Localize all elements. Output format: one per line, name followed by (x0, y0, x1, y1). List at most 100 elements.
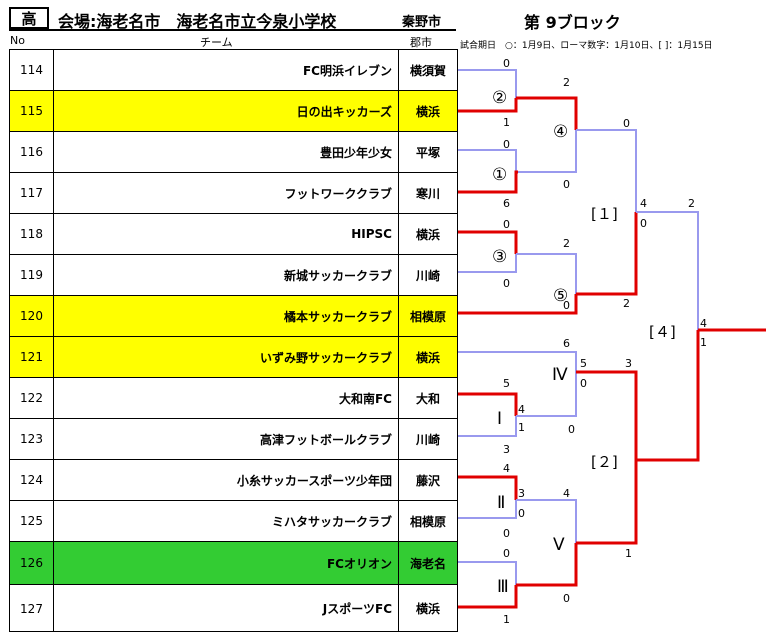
team-name: 橘本サッカークラブ (54, 296, 399, 336)
team-number: 124 (10, 460, 54, 500)
match-score: 0 (503, 547, 510, 560)
team-name: 新城サッカークラブ (54, 255, 399, 295)
col-header-no: No (10, 34, 25, 47)
bracket-loser-line (458, 149, 517, 172)
bracket-winner-line (516, 543, 578, 587)
bracket-loser-line (458, 69, 517, 98)
match-score: 0 (563, 592, 570, 605)
match-score: 6 (563, 337, 570, 350)
bracket-winner-line (576, 460, 638, 545)
match-label: [１] (591, 205, 618, 223)
team-number: 117 (10, 173, 54, 213)
match-score: 1 (700, 336, 707, 349)
bracket-loser-line (516, 253, 577, 294)
bracket-loser-line (518, 130, 577, 173)
team-number: 122 (10, 378, 54, 418)
col-header-team: チーム (200, 36, 233, 49)
team-city: 横浜 (415, 227, 440, 242)
venue-title: 会場:海老名市 海老名市立今泉小学校 (58, 12, 337, 31)
team-number: 123 (10, 419, 54, 459)
bracket-loser-line (458, 561, 517, 585)
team-name: いずみ野サッカークラブ (54, 337, 399, 377)
team-number: 119 (10, 255, 54, 295)
match-score: 6 (503, 197, 510, 210)
col-header-city: 郡市 (410, 36, 432, 49)
match-score: 0 (640, 217, 647, 230)
team-number: 114 (10, 50, 54, 90)
team-city: 相模原 (409, 309, 446, 324)
match-score: 2 (688, 197, 695, 210)
team-name: FCオリオン (54, 542, 399, 584)
bracket-winner-line (458, 98, 518, 113)
bracket-loser-line (516, 499, 577, 543)
bracket-loser-line (516, 372, 577, 417)
match-score: 3 (503, 443, 510, 456)
match-label: [４] (649, 323, 676, 341)
match-label: Ⅴ (553, 535, 565, 555)
team-city: 横浜 (415, 104, 440, 119)
header-underline (9, 29, 456, 31)
match-score: 0 (503, 218, 510, 231)
bracket-loser-line (458, 351, 577, 372)
team-name: 高津フットボールクラブ (54, 419, 399, 459)
match-score: 4 (518, 403, 525, 416)
match-score: 5 (503, 377, 510, 390)
match-score: 0 (563, 178, 570, 191)
team-number: 115 (10, 91, 54, 131)
bracket-winner-line (636, 330, 700, 462)
bracket-winner-line (576, 370, 638, 460)
host-city: 秦野市 (402, 15, 442, 30)
match-score: 2 (563, 76, 570, 89)
team-number: 121 (10, 337, 54, 377)
team-city: 横浜 (415, 350, 440, 365)
match-score: 0 (563, 299, 570, 312)
team-name: ミハタサッカークラブ (54, 501, 399, 541)
team-city: 横浜 (415, 602, 440, 616)
bracket-loser-line (458, 500, 517, 519)
match-score: 1 (503, 613, 510, 626)
block-title: 第 9ブロック (524, 13, 621, 32)
match-score: 5 (580, 357, 587, 370)
team-city: 川崎 (415, 268, 440, 283)
match-score: 1 (625, 547, 632, 560)
bracket-winner-line (458, 170, 518, 194)
team-city: 寒川 (415, 186, 440, 201)
bracket-winner-line (458, 392, 518, 416)
team-city: 横須賀 (409, 63, 446, 78)
match-label: Ⅱ (497, 493, 505, 513)
match-score: 3 (518, 487, 525, 500)
match-score: 1 (518, 421, 525, 434)
match-score: 2 (563, 237, 570, 250)
match-label: ① (492, 165, 507, 185)
team-number: 127 (10, 585, 54, 632)
bracket-winner-line (576, 212, 638, 296)
team-name: JスポーツFC (54, 585, 399, 632)
team-city: 川崎 (415, 432, 440, 447)
match-score: 4 (700, 317, 707, 330)
team-number: 120 (10, 296, 54, 336)
team-name: FC明浜イレブン (54, 50, 399, 90)
match-score: 0 (503, 527, 510, 540)
team-number: 126 (10, 542, 54, 584)
match-score: 0 (518, 507, 525, 520)
match-score: 0 (503, 277, 510, 290)
team-name: フットワーククラブ (54, 173, 399, 213)
match-score: 3 (625, 357, 632, 370)
team-name: 小糸サッカースポーツ少年団 (54, 460, 399, 500)
team-name: HIPSC (54, 214, 399, 254)
team-city: 海老名 (409, 556, 446, 571)
match-score: 0 (503, 138, 510, 151)
team-name: 豊田少年少女 (54, 132, 399, 172)
bracket-loser-line (458, 416, 517, 437)
match-label: Ⅲ (497, 577, 509, 597)
